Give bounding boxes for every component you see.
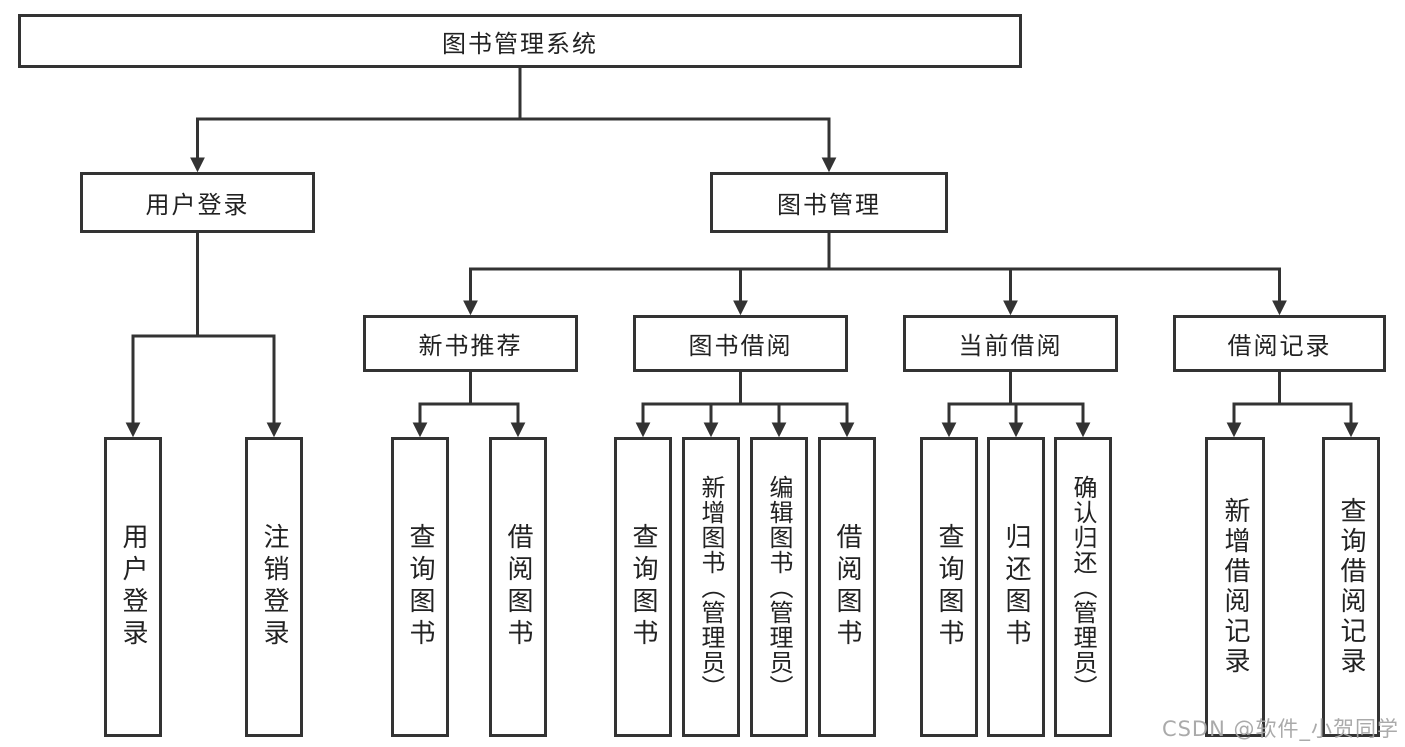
node-new-book-recommend: 新书推荐 bbox=[363, 315, 578, 372]
leaf-logout: 注销登录 bbox=[245, 437, 303, 737]
node-book-borrow-label: 图书借阅 bbox=[688, 332, 793, 360]
connector-borrow-records-rail bbox=[1234, 370, 1351, 406]
leaf-user-login-label: 用户登录 bbox=[118, 523, 148, 651]
leaf-borrow-book-2-label: 借阅图书 bbox=[832, 523, 862, 651]
leaf-query-book-2-label: 查询图书 bbox=[628, 523, 658, 651]
connector-new-book-rail bbox=[420, 370, 518, 406]
leaf-edit-book-admin: 编辑图书（管理员） bbox=[750, 437, 808, 737]
node-library-system-label: 图书管理系统 bbox=[442, 29, 598, 58]
leaf-borrow-book-1-label: 借阅图书 bbox=[503, 523, 533, 651]
leaf-add-book-admin-label: 新增图书（管理员） bbox=[697, 474, 725, 700]
connector-book-mgmt-rail bbox=[470, 231, 1280, 271]
leaf-add-borrow-record-label: 新增借阅记录 bbox=[1220, 497, 1250, 677]
connector-book-borrow-rail bbox=[643, 370, 847, 406]
leaf-query-book-2: 查询图书 bbox=[614, 437, 672, 737]
leaf-user-login: 用户登录 bbox=[104, 437, 162, 737]
leaf-return-book-label: 归还图书 bbox=[1001, 523, 1031, 651]
leaf-query-book-1: 查询图书 bbox=[391, 437, 449, 737]
node-user-login-label: 用户登录 bbox=[145, 191, 250, 219]
csdn-watermark: CSDN @软件_小贺同学 bbox=[1161, 717, 1399, 741]
leaf-edit-book-admin-label: 编辑图书（管理员） bbox=[765, 474, 793, 700]
connector-user-login-rail bbox=[133, 231, 274, 338]
node-book-management-label: 图书管理 bbox=[777, 191, 881, 219]
node-borrow-records: 借阅记录 bbox=[1173, 315, 1386, 372]
leaf-add-borrow-record: 新增借阅记录 bbox=[1205, 437, 1265, 737]
leaf-query-borrow-record-label: 查询借阅记录 bbox=[1336, 497, 1366, 677]
leaf-borrow-book-1: 借阅图书 bbox=[489, 437, 547, 737]
leaf-query-borrow-record: 查询借阅记录 bbox=[1322, 437, 1380, 737]
leaf-confirm-return-admin-label: 确认归还（管理员） bbox=[1069, 474, 1097, 700]
leaf-borrow-book-2: 借阅图书 bbox=[818, 437, 876, 737]
node-borrow-records-label: 借阅记录 bbox=[1227, 332, 1332, 360]
node-book-management: 图书管理 bbox=[710, 172, 948, 233]
connector-current-borrow-rail bbox=[949, 370, 1083, 406]
leaf-query-book-3: 查询图书 bbox=[920, 437, 978, 737]
node-user-login: 用户登录 bbox=[80, 172, 315, 233]
node-new-book-recommend-label: 新书推荐 bbox=[418, 332, 523, 360]
leaf-add-book-admin: 新增图书（管理员） bbox=[682, 437, 740, 737]
node-current-borrow-label: 当前借阅 bbox=[958, 332, 1063, 360]
leaf-query-book-1-label: 查询图书 bbox=[405, 523, 435, 651]
connector-root-rail bbox=[197, 66, 829, 121]
leaf-confirm-return-admin: 确认归还（管理员） bbox=[1054, 437, 1112, 737]
node-book-borrow: 图书借阅 bbox=[633, 315, 848, 372]
leaf-logout-label: 注销登录 bbox=[259, 523, 289, 651]
node-current-borrow: 当前借阅 bbox=[903, 315, 1118, 372]
leaf-return-book: 归还图书 bbox=[987, 437, 1045, 737]
leaf-query-book-3-label: 查询图书 bbox=[934, 523, 964, 651]
node-library-system: 图书管理系统 bbox=[18, 14, 1022, 68]
